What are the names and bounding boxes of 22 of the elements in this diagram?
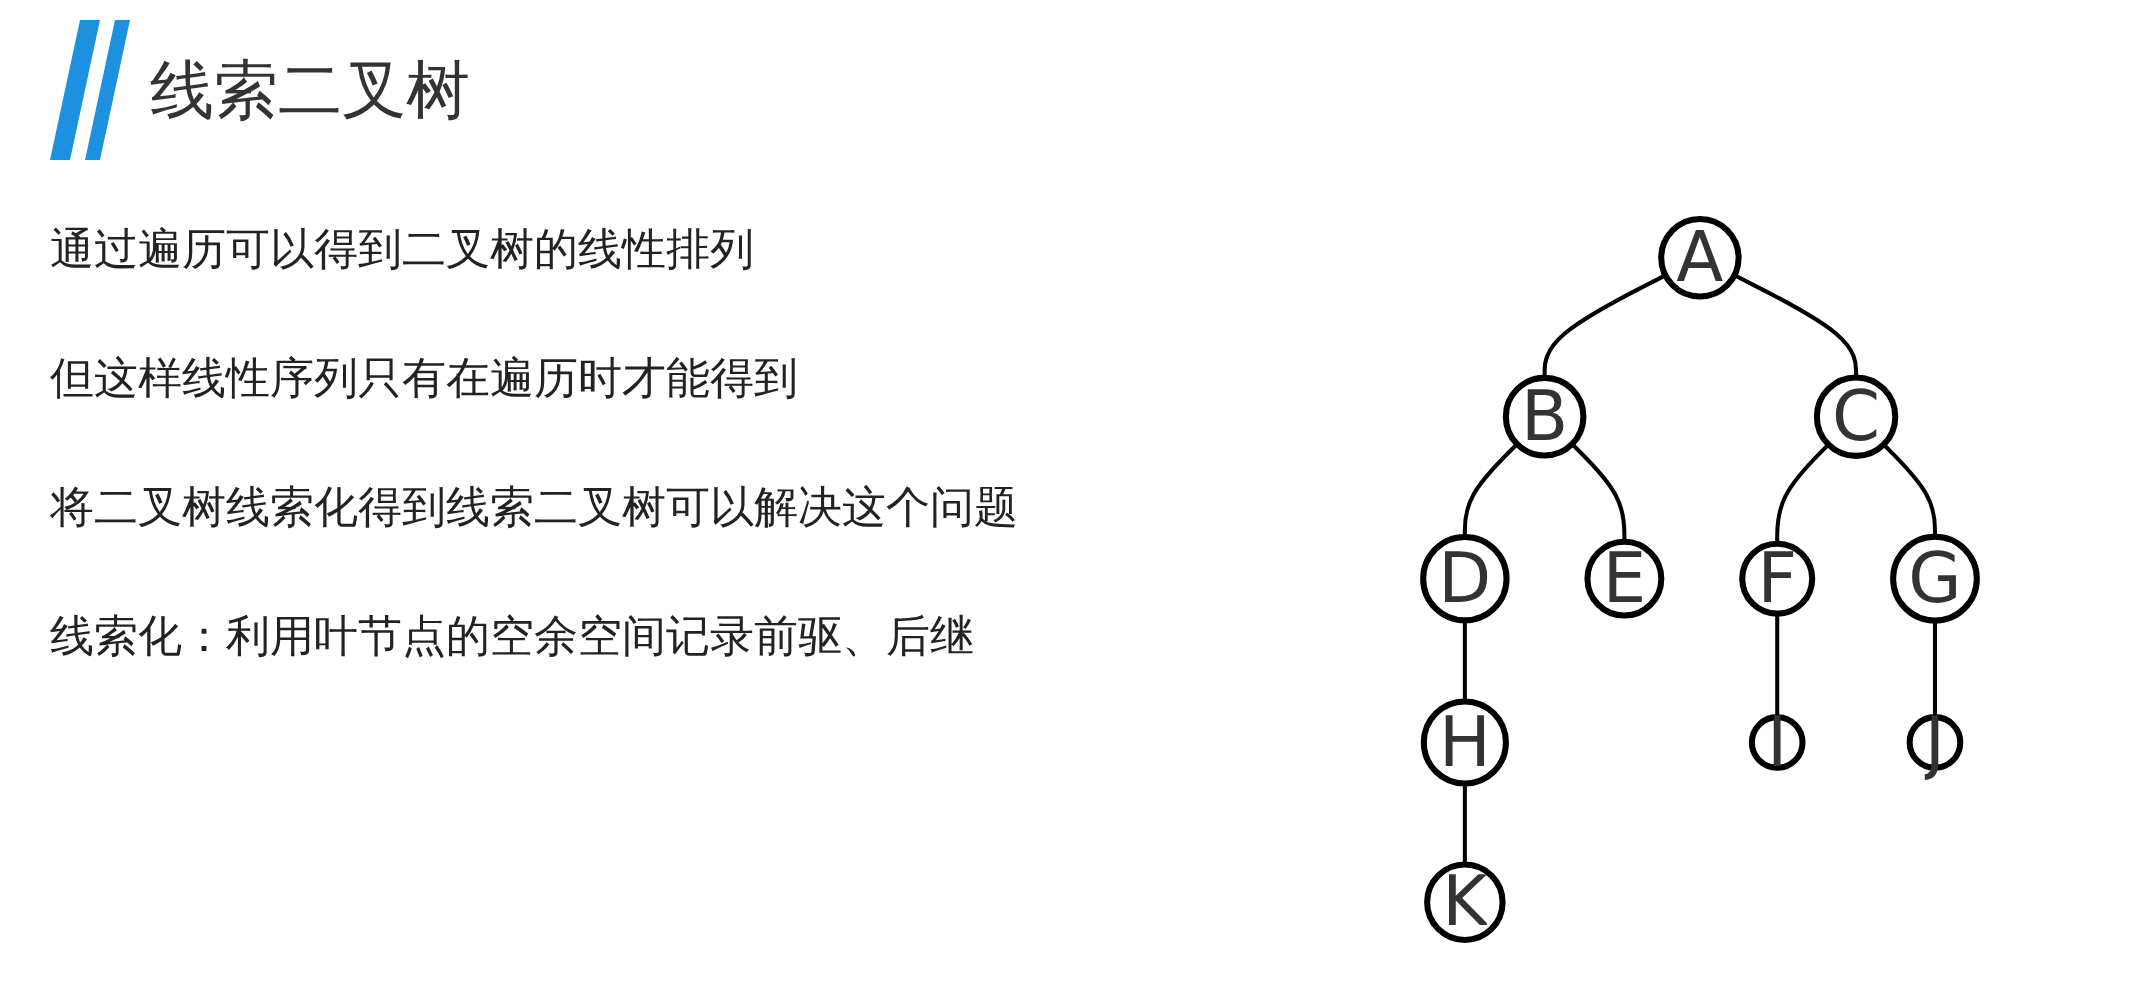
node-circle: H <box>1420 698 1509 787</box>
bullet-text: 但这样线性序列只有在遍历时才能得到 <box>50 351 799 405</box>
node-circle: C <box>1813 374 1899 459</box>
node-circle: I <box>1748 714 1806 771</box>
node-circle: G <box>1890 533 1980 624</box>
connector <box>1462 783 1467 865</box>
connector <box>1882 443 1937 537</box>
connector <box>1542 273 1667 378</box>
bullet-text: 将二叉树线索化得到线索二叉树可以解决这个问题 <box>50 480 1018 534</box>
node-circle: K <box>1424 861 1506 943</box>
bullet-text: 通过遍历可以得到二叉树的线性排列 <box>50 222 755 276</box>
bullet-text: 线索化：利用叶节点的空余空间记录前驱、后继 <box>50 609 975 663</box>
connector <box>1462 620 1467 702</box>
node-circle: E <box>1584 538 1665 619</box>
node-circle: B <box>1502 374 1587 459</box>
connector <box>1775 443 1830 544</box>
node-circle: F <box>1739 540 1816 617</box>
slide-title: 线索二叉树 <box>150 51 470 129</box>
node-label: J <box>1924 701 1946 782</box>
connector <box>1733 273 1859 378</box>
node-circle: A <box>1658 216 1742 300</box>
node-circle: D <box>1420 533 1510 624</box>
